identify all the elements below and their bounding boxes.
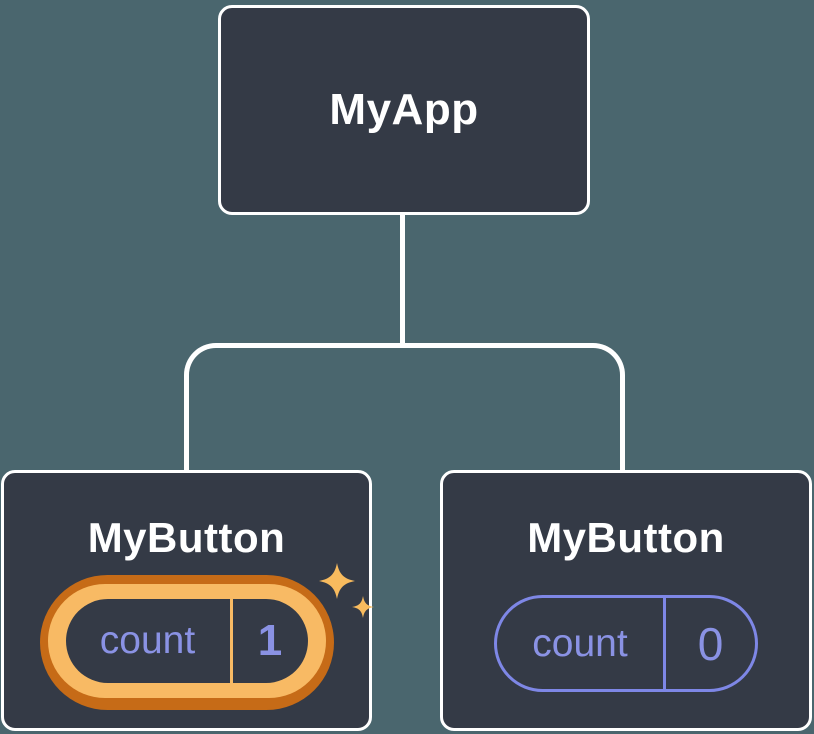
state-pill: count 0	[494, 595, 758, 692]
state-pill-gold-ring: count 1	[47, 584, 326, 698]
state-name-label: count	[532, 621, 628, 665]
state-value: 0	[697, 617, 724, 670]
pill-divider	[229, 599, 233, 683]
node-myapp: MyApp	[218, 5, 590, 215]
pill-divider	[663, 598, 666, 689]
node-mybutton-left-label: MyButton	[87, 514, 286, 561]
node-mybutton-left: MyButton count 1	[1, 470, 374, 731]
state-pill-highlight-ring: count 1	[39, 575, 334, 710]
state-name-label: count	[99, 619, 196, 662]
sparkles-icon	[318, 563, 374, 618]
connector-branch-bracket	[184, 343, 625, 471]
node-mybutton-right-label: MyButton	[527, 514, 725, 561]
node-mybutton-right: MyButton count 0	[440, 470, 812, 731]
state-pill: count 1	[65, 599, 308, 683]
state-value: 1	[257, 616, 283, 665]
node-myapp-label: MyApp	[329, 85, 479, 134]
connector-root-stem	[400, 213, 405, 346]
state-pill-highlighted: count 1	[39, 563, 374, 710]
